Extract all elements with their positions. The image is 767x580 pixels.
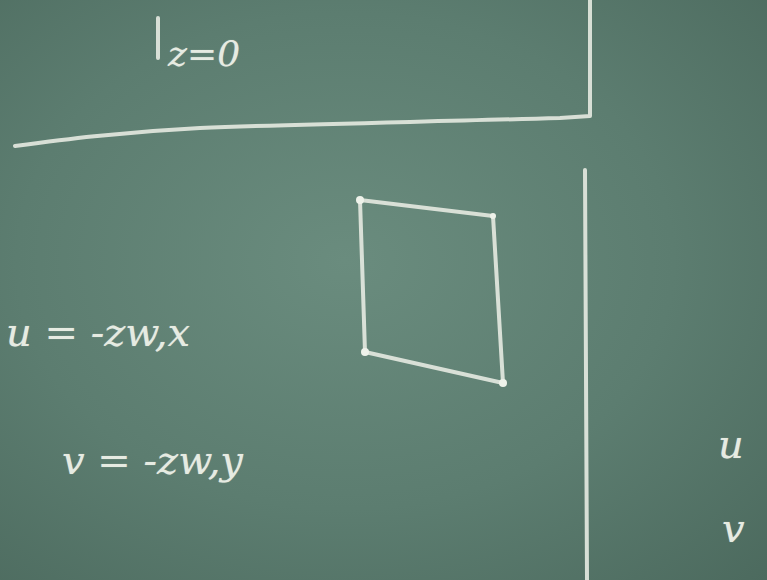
chalk-label: v = -zw,y [62,440,243,480]
chalk-label: u [718,424,744,464]
chalk-label: v [722,508,745,548]
chalk-stroke [156,18,160,58]
corner-dot [490,213,496,219]
plate-element-square [360,200,503,383]
chalk-label: u = -zw,x [6,312,190,352]
board-divider [585,170,587,580]
chalk-label: z=0 [168,36,240,72]
corner-dot [356,196,364,204]
region-border [15,0,590,146]
corner-dot [361,348,369,356]
corner-dot [499,379,507,387]
